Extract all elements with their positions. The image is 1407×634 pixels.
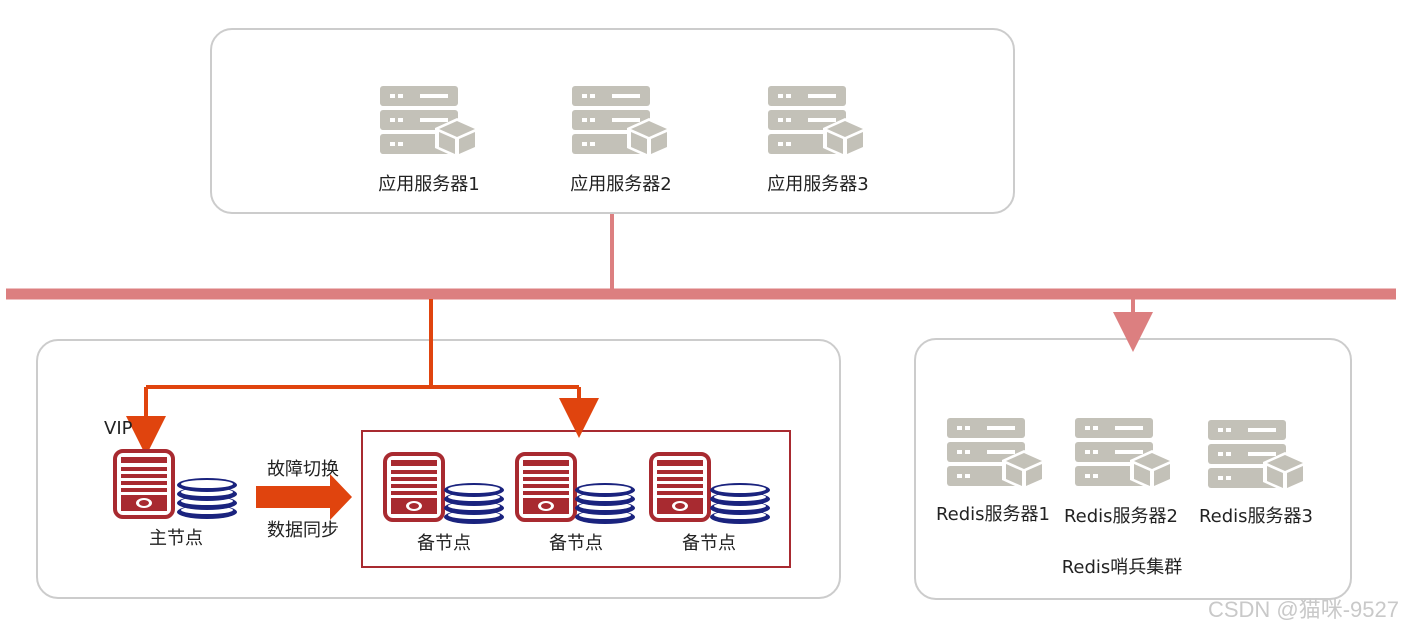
backup-node-label: 备节点 [549,533,603,554]
sync-arrow [256,474,352,520]
app-server-label: 应用服务器3 [767,174,869,195]
watermark: CSDN @猫咪-9527 [1207,597,1399,622]
bus-to-db-line [146,299,579,389]
redis-server-label: Redis服务器3 [1198,506,1314,527]
master-node-label: 主节点 [149,528,203,549]
server-icon [947,417,1047,489]
server-icon [572,85,672,157]
disk-stack-icon [573,482,637,526]
backup-node-label: 备节点 [417,533,471,554]
redis-cluster-label: Redis哨兵集群 [1061,557,1183,578]
backup-node-label: 备节点 [682,533,736,554]
disk-stack-icon [175,477,239,521]
disk-stack-icon [708,482,772,526]
server-icon [1208,419,1308,491]
redis-server-label: Redis服务器1 [935,504,1051,525]
vip-label: VIP [104,418,133,439]
data-sync-label: 数据同步 [267,520,339,541]
app-server-label: 应用服务器2 [570,174,672,195]
redis-server-label: Redis服务器2 [1063,506,1179,527]
server-icon [1075,417,1175,489]
failover-label: 故障切换 [267,459,339,480]
backup-server-icon [383,452,445,522]
app-server-label: 应用服务器1 [378,174,480,195]
backup-server-icon [515,452,577,522]
master-server-icon [113,449,175,519]
server-icon [768,85,868,157]
server-icon [380,85,480,157]
disk-stack-icon [442,482,506,526]
backup-server-icon [649,452,711,522]
